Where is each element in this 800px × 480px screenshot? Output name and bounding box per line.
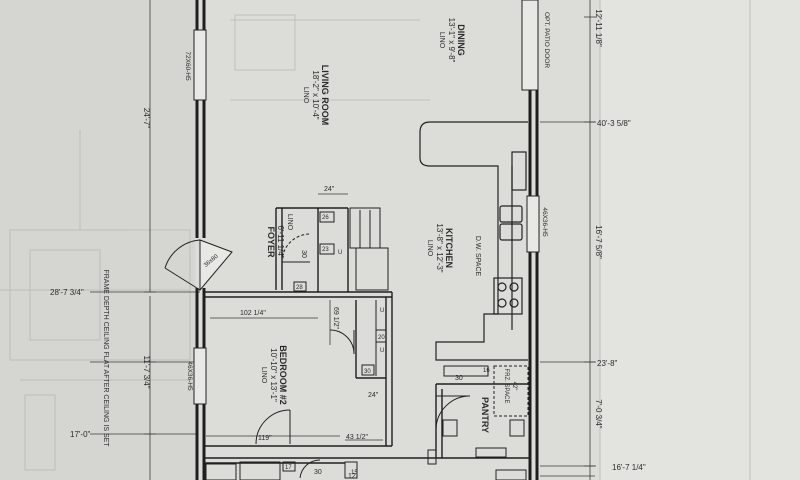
dim-69: 69 1/2" — [332, 307, 339, 329]
dim-119: 119" — [258, 435, 272, 442]
pantry-label: PANTRY — [480, 397, 490, 433]
dim-16-7-text: 16'-7 5/8" — [594, 225, 603, 259]
door-36-text: 36x80 — [203, 253, 220, 269]
pantry-name: PANTRY — [480, 397, 490, 433]
right-margin — [600, 0, 800, 480]
dim-12-11-text: 12'-11 1/8" — [594, 9, 603, 47]
dim-40-3: 40'-3 5/8" — [597, 119, 631, 128]
window-code-1-text: 72X60-H5 — [184, 51, 191, 81]
tag-u3: U — [380, 348, 384, 354]
window-code-1: 72X60-H5 — [184, 51, 191, 81]
kitchen-finish: LINO — [426, 240, 433, 257]
freezer-label: FRZ. SPACE 42" — [503, 369, 517, 404]
tag-28: 28 — [296, 285, 303, 291]
bath-fixtures — [205, 449, 527, 480]
faded-bleed-lines — [0, 0, 751, 480]
tag-30: 30 — [364, 369, 371, 375]
foyer-finish: LINO — [286, 214, 293, 231]
dimension-lines — [90, 0, 596, 480]
dim-12-11: 12'-11 1/8" — [594, 9, 603, 47]
foyer-label: FOYER 6'-11 1/4" LINO — [266, 214, 293, 259]
window-code-3: 46X36-H5 — [186, 361, 193, 391]
dim-30-bath: 30 — [314, 469, 322, 476]
dining-finish: LINO — [438, 32, 445, 49]
tag-u1: U — [338, 250, 342, 256]
dining-name: DINING — [456, 24, 466, 56]
living-room-name: LIVING ROOM — [320, 65, 330, 126]
doors — [164, 233, 471, 479]
kitchen-size: 13'-8" x 12'-3" — [435, 223, 444, 272]
dining-label: DINING 13'-1" x 9'-8" LINO — [438, 18, 466, 63]
dining-size: 13'-1" x 9'-8" — [447, 18, 456, 63]
frame-note: FRAME DEPTH CEILING FLAT AFTER CEILING I… — [102, 269, 109, 447]
bedroom2-name: BEDROOM #2 — [278, 345, 288, 405]
tag-23: 23 — [322, 247, 329, 253]
tag-15: 15 — [351, 470, 358, 476]
foyer-millwork — [293, 207, 389, 376]
dim-11-7-text: 11'-7 3/4" — [142, 355, 151, 388]
tag-26: 26 — [322, 215, 329, 221]
kitchen-name: KITCHEN — [444, 228, 454, 268]
dim-102: 102 1/4" — [240, 310, 266, 317]
patio-door-label: OPT. PATIO DOOR — [543, 12, 550, 68]
interior-walls — [204, 207, 530, 464]
dim-24-7-text: 24'-7" — [142, 108, 151, 129]
door-36-label: 36x80 — [203, 253, 220, 269]
tag-16: 16 — [483, 368, 490, 374]
foyer-name: FOYER — [266, 226, 276, 258]
freezer-size: 42" — [511, 382, 517, 391]
kitchen-counter — [419, 121, 528, 361]
component-tags: 26 23 28 17 30 20 15 16 U U U — [285, 215, 490, 476]
bedroom2-finish: LINO — [260, 367, 267, 384]
dim-30-pantry: 30 — [455, 375, 463, 382]
dim-16-7b: 16'-7 1/4" — [612, 463, 646, 472]
dim-16-7: 16'-7 5/8" — [594, 225, 603, 259]
tag-17: 17 — [285, 465, 292, 471]
tag-20: 20 — [378, 335, 385, 341]
dim-24-bed: 24" — [368, 392, 379, 399]
bedroom2-size: 10'-10" x 13'-1" — [269, 348, 278, 402]
faded-left-panel — [0, 0, 195, 480]
living-room-size: 18'-2" x 10'-4" — [311, 70, 320, 119]
dw-space-text: D.W. SPACE — [474, 236, 481, 277]
window-code-2: 46X36-H5 — [541, 207, 548, 237]
frame-note-text: FRAME DEPTH CEILING FLAT AFTER CEILING I… — [102, 269, 109, 447]
dim-17-0: 17'-0" — [70, 430, 91, 439]
kitchen-label: KITCHEN 13'-8" x 12'-3" LINO — [426, 223, 454, 272]
window-code-2-text: 46X36-H5 — [541, 207, 548, 237]
patio-door-text: OPT. PATIO DOOR — [543, 12, 550, 68]
dim-43: 43 1/2" — [346, 434, 368, 441]
dim-30-foyer-text: 30 — [300, 250, 307, 258]
dim-24-7: 24'-7" — [142, 108, 151, 129]
dim-12: 12 — [348, 473, 356, 480]
dim-28-7: 28'-7 3/4" — [50, 288, 84, 297]
living-room-finish: LINO — [302, 87, 309, 104]
bedroom2-label: BEDROOM #2 10'-10" x 13'-1" LINO — [260, 345, 288, 405]
dw-space-label: D.W. SPACE — [474, 236, 481, 277]
dim-24-top: 24" — [324, 186, 335, 193]
dim-30-foyer: 30 — [300, 250, 307, 258]
dim-69-text: 69 1/2" — [332, 307, 339, 329]
foyer-size: 6'-11 1/4" — [276, 225, 285, 258]
dim-7-0: 7'-0 3/4" — [594, 399, 603, 428]
freezer-text: FRZ. SPACE — [503, 369, 509, 404]
freezer-space — [493, 365, 529, 417]
living-room-label: LIVING ROOM 18'-2" x 10'-4" LINO — [302, 65, 330, 126]
window-code-3-text: 46X36-H5 — [186, 361, 193, 391]
dim-23-8: 23'-8" — [597, 359, 618, 368]
windows — [193, 0, 540, 405]
tag-u2: U — [380, 308, 384, 314]
pantry-shelves — [442, 365, 525, 458]
dim-7-0-text: 7'-0 3/4" — [594, 399, 603, 428]
dim-11-7: 11'-7 3/4" — [142, 355, 151, 388]
